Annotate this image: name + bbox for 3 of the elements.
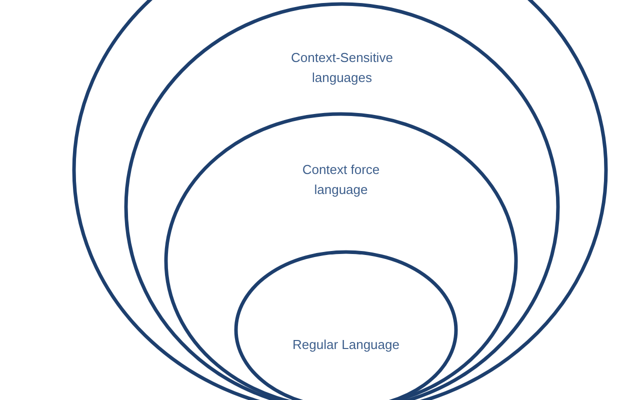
set-label: Context-Sensitive languages [290,49,394,87]
set-label: Context force language [301,161,381,199]
set-label: Regular Language [292,336,400,354]
